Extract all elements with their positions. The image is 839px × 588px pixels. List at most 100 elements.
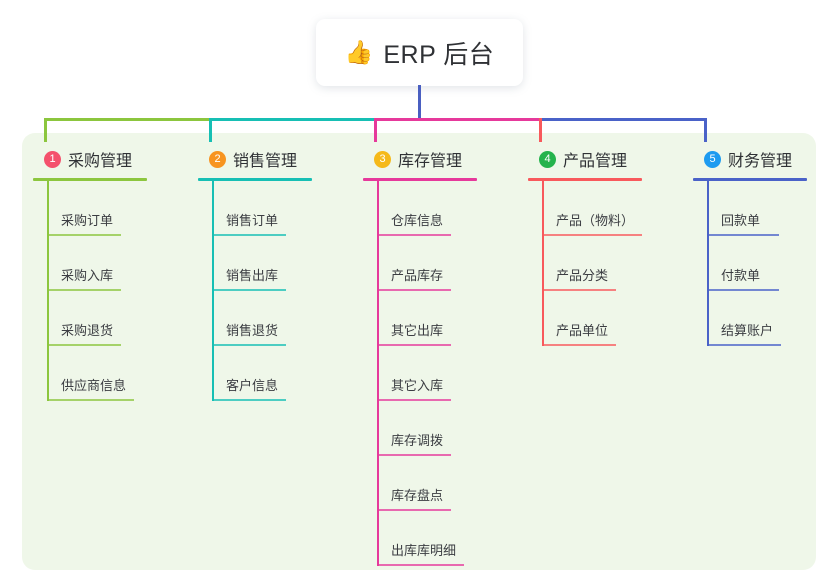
branch-number-badge: 4 <box>539 150 556 168</box>
branch-item-label: 其它入库 <box>391 378 444 393</box>
branch-item[interactable]: 其它出库 <box>377 291 477 346</box>
thumbs-up-icon: 👍 <box>344 39 374 65</box>
branch-header-3[interactable]: 3 库存管理 <box>363 145 477 173</box>
branch-title: 采购管理 <box>68 153 133 170</box>
branch-item-label: 结算账户 <box>721 323 774 338</box>
branch-items: 销售订单销售出库销售退货客户信息 <box>198 181 312 401</box>
branch-item-underline <box>542 289 616 291</box>
branch-underline <box>33 178 147 181</box>
branch-item[interactable]: 产品库存 <box>377 236 477 291</box>
branch-connector <box>539 118 542 142</box>
branch-item[interactable]: 供应商信息 <box>47 346 147 401</box>
branch-item-underline <box>47 289 121 291</box>
branch-item[interactable]: 仓库信息 <box>377 181 477 236</box>
branch-item-underline <box>707 234 779 236</box>
bus-segment <box>374 118 542 121</box>
branch-item[interactable]: 采购订单 <box>47 181 147 236</box>
branch-item-label: 销售出库 <box>226 268 279 283</box>
branch-item-underline <box>707 344 781 346</box>
branch-item[interactable]: 客户信息 <box>212 346 312 401</box>
branch-item-underline <box>377 289 451 291</box>
branch-item[interactable]: 出库库明细 <box>377 511 477 566</box>
bus-segment <box>44 118 212 121</box>
branches-panel <box>22 133 816 570</box>
branch-item-label: 产品库存 <box>391 268 444 283</box>
branch-item-underline <box>377 509 451 511</box>
root-node[interactable]: 👍 ERP 后台 <box>316 19 523 86</box>
root-node-label: ERP 后台 <box>383 40 495 69</box>
branch-item[interactable]: 其它入库 <box>377 346 477 401</box>
branch-number-badge: 1 <box>44 150 61 168</box>
branch-item-underline <box>377 564 464 566</box>
branch-item-label: 仓库信息 <box>391 213 444 228</box>
branch-item[interactable]: 回款单 <box>707 181 807 236</box>
branch-item-label: 库存调拨 <box>391 433 444 448</box>
branch-item-underline <box>707 289 779 291</box>
branch-item[interactable]: 销售退货 <box>212 291 312 346</box>
branch-item-label: 回款单 <box>721 213 761 228</box>
branch-number-badge: 3 <box>374 150 391 168</box>
branch-item-label: 采购订单 <box>61 213 114 228</box>
branch-item[interactable]: 产品（物料） <box>542 181 642 236</box>
branch-connector <box>374 118 377 142</box>
branch-item[interactable]: 产品单位 <box>542 291 642 346</box>
branch-item[interactable]: 付款单 <box>707 236 807 291</box>
branch-items: 产品（物料） 产品分类产品单位 <box>528 181 642 346</box>
branch-item[interactable]: 销售出库 <box>212 236 312 291</box>
branch-item-label: 采购入库 <box>61 268 114 283</box>
branch-header-1[interactable]: 1 采购管理 <box>33 145 147 173</box>
branch-item-label: 库存盘点 <box>391 488 444 503</box>
branch-item-underline <box>542 234 642 236</box>
branch-items: 回款单付款单结算账户 <box>693 181 807 346</box>
branch-item[interactable]: 产品分类 <box>542 236 642 291</box>
branch-item-underline <box>542 344 616 346</box>
branch-item-underline <box>377 234 451 236</box>
branch-item-label: 供应商信息 <box>61 378 127 393</box>
branch-item-underline <box>47 399 134 401</box>
branch-connector <box>44 118 47 142</box>
branch-spine <box>47 181 49 401</box>
branch-item-underline <box>212 344 286 346</box>
branch-item-underline <box>212 289 286 291</box>
branch-item-label: 销售订单 <box>226 213 279 228</box>
branch-item-underline <box>377 399 451 401</box>
branch-items: 采购订单采购入库采购退货供应商信息 <box>33 181 147 401</box>
branch-number-badge: 5 <box>704 150 721 168</box>
branch-item[interactable]: 库存调拨 <box>377 401 477 456</box>
root-connector <box>418 85 421 121</box>
branch-spine <box>212 181 214 401</box>
branch-item-label: 采购退货 <box>61 323 114 338</box>
branch-item-underline <box>377 454 451 456</box>
branch-item-underline <box>377 344 451 346</box>
branch-underline <box>198 178 312 181</box>
branch-item[interactable]: 采购入库 <box>47 236 147 291</box>
branch-item[interactable]: 结算账户 <box>707 291 807 346</box>
branch-item[interactable]: 销售订单 <box>212 181 312 236</box>
branch-item-underline <box>212 234 286 236</box>
branch-column-3: 3 库存管理仓库信息产品库存其它出库其它入库库存调拨库存盘点出库库明细 <box>363 145 477 566</box>
branch-underline <box>693 178 807 181</box>
branch-underline <box>528 178 642 181</box>
branch-items: 仓库信息产品库存其它出库其它入库库存调拨库存盘点出库库明细 <box>363 181 477 566</box>
branch-item-label: 其它出库 <box>391 323 444 338</box>
branch-item-underline <box>47 344 121 346</box>
bus-segment <box>209 118 377 121</box>
branch-title: 库存管理 <box>398 153 463 170</box>
branch-number-badge: 2 <box>209 150 226 168</box>
branch-item-label: 产品分类 <box>556 268 609 283</box>
branch-spine <box>377 181 379 566</box>
branch-item-underline <box>212 399 286 401</box>
branch-item-label: 付款单 <box>721 268 761 283</box>
branch-connector <box>704 118 707 142</box>
branch-item[interactable]: 采购退货 <box>47 291 147 346</box>
branch-spine <box>707 181 709 346</box>
branch-spine <box>542 181 544 346</box>
branch-item[interactable]: 库存盘点 <box>377 456 477 511</box>
